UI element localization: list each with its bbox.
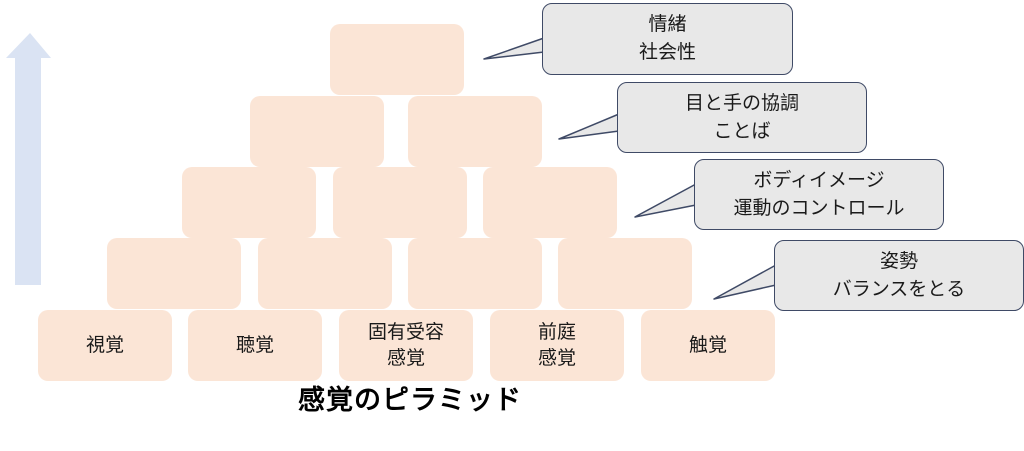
pyramid-block-row3-2 [333, 167, 467, 238]
callout-eye-hand-language: 目と手の協調 ことば [617, 82, 867, 153]
pyramid-block-row2-2 [408, 96, 542, 167]
base-block-vision: 視覚 [38, 310, 172, 381]
pyramid-block-row4-4 [558, 238, 692, 309]
base-block-touch: 触覚 [641, 310, 775, 381]
pyramid-block-row3-1 [182, 167, 316, 238]
pyramid-block-top [330, 24, 464, 95]
callout-emotion-social: 情緒 社会性 [542, 3, 793, 75]
pyramid-block-row2-1 [250, 96, 384, 167]
base-block-vestibular: 前庭 感覚 [490, 310, 624, 381]
callout-posture-balance: 姿勢 バランスをとる [774, 240, 1024, 311]
pyramid-block-row4-2 [258, 238, 392, 309]
callout-body-image-motor: ボディイメージ 運動のコントロール [694, 159, 944, 230]
pyramid-block-row3-3 [483, 167, 617, 238]
pyramid-block-row4-3 [408, 238, 542, 309]
base-block-proprioception: 固有受容 感覚 [339, 310, 473, 381]
upward-arrow-icon [6, 33, 51, 285]
diagram-title: 感覚のピラミッド [298, 385, 522, 416]
base-block-hearing: 聴覚 [188, 310, 322, 381]
pyramid-block-row4-1 [107, 238, 241, 309]
